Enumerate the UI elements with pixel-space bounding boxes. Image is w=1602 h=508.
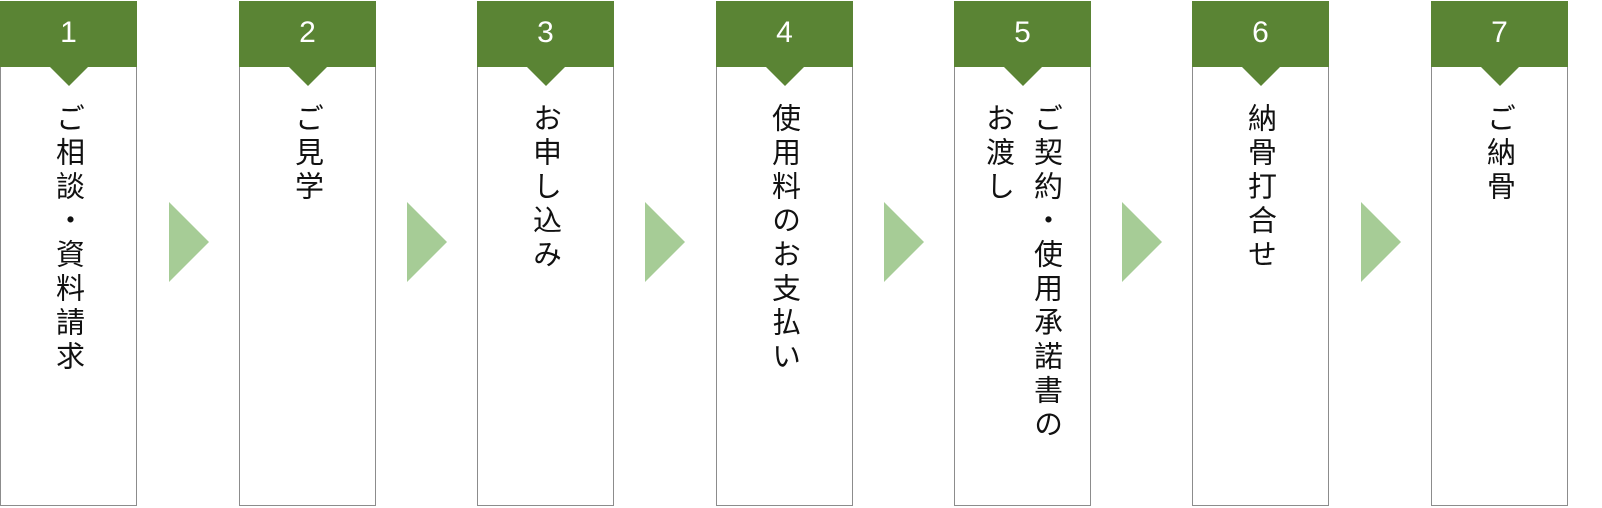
step-1: 1 ご相談・資料請求 [0, 1, 137, 506]
step-2: 2 ご見学 [239, 1, 376, 506]
step-header: 4 [716, 1, 853, 86]
step-3: 3 お申し込み [477, 1, 614, 506]
step-text-line: 納骨打合せ [1243, 103, 1278, 273]
step-header: 1 [0, 1, 137, 86]
step-text-line: ご納骨 [1482, 103, 1517, 205]
step-4: 4 使用料のお支払い [716, 1, 853, 506]
step-number: 7 [1491, 16, 1508, 49]
step-label: ご契約・使用承諾書の お渡し [955, 103, 1090, 499]
arrow-right-icon [1122, 202, 1162, 282]
step-number: 4 [776, 16, 793, 49]
arrow-right-icon [169, 202, 209, 282]
step-pointer [765, 67, 804, 86]
step-pointer [1480, 67, 1519, 86]
arrow-right-icon [884, 202, 924, 282]
step-text-line: 使用料のお支払い [767, 103, 802, 375]
step-pointer [49, 67, 88, 86]
step-text-line: ご相談・資料請求 [51, 103, 86, 375]
step-5: 5 ご契約・使用承諾書の お渡し [954, 1, 1091, 506]
step-number: 5 [1014, 16, 1031, 49]
step-text-line: ご見学 [290, 103, 325, 205]
step-number: 2 [299, 16, 316, 49]
step-header: 3 [477, 1, 614, 86]
step-text-line: お申し込み [528, 103, 563, 273]
step-label: 納骨打合せ [1193, 103, 1328, 499]
step-label: ご納骨 [1432, 103, 1567, 499]
step-6: 6 納骨打合せ [1192, 1, 1329, 506]
step-pointer [1241, 67, 1280, 86]
step-header: 6 [1192, 1, 1329, 86]
step-header: 7 [1431, 1, 1568, 86]
step-label: ご相談・資料請求 [1, 103, 136, 499]
arrow-right-icon [407, 202, 447, 282]
step-pointer [1003, 67, 1042, 86]
step-text-line: お渡し [981, 103, 1016, 205]
step-number: 1 [60, 16, 77, 49]
arrow-right-icon [1361, 202, 1401, 282]
step-number: 3 [537, 16, 554, 49]
step-pointer [526, 67, 565, 86]
step-text-line: ご契約・使用承諾書の [1029, 103, 1064, 443]
step-7: 7 ご納骨 [1431, 1, 1568, 506]
step-number: 6 [1252, 16, 1269, 49]
step-header: 2 [239, 1, 376, 86]
step-label: お申し込み [478, 103, 613, 499]
step-pointer [288, 67, 327, 86]
step-header: 5 [954, 1, 1091, 86]
arrow-right-icon [645, 202, 685, 282]
step-label: 使用料のお支払い [717, 103, 852, 499]
step-label: ご見学 [240, 103, 375, 499]
